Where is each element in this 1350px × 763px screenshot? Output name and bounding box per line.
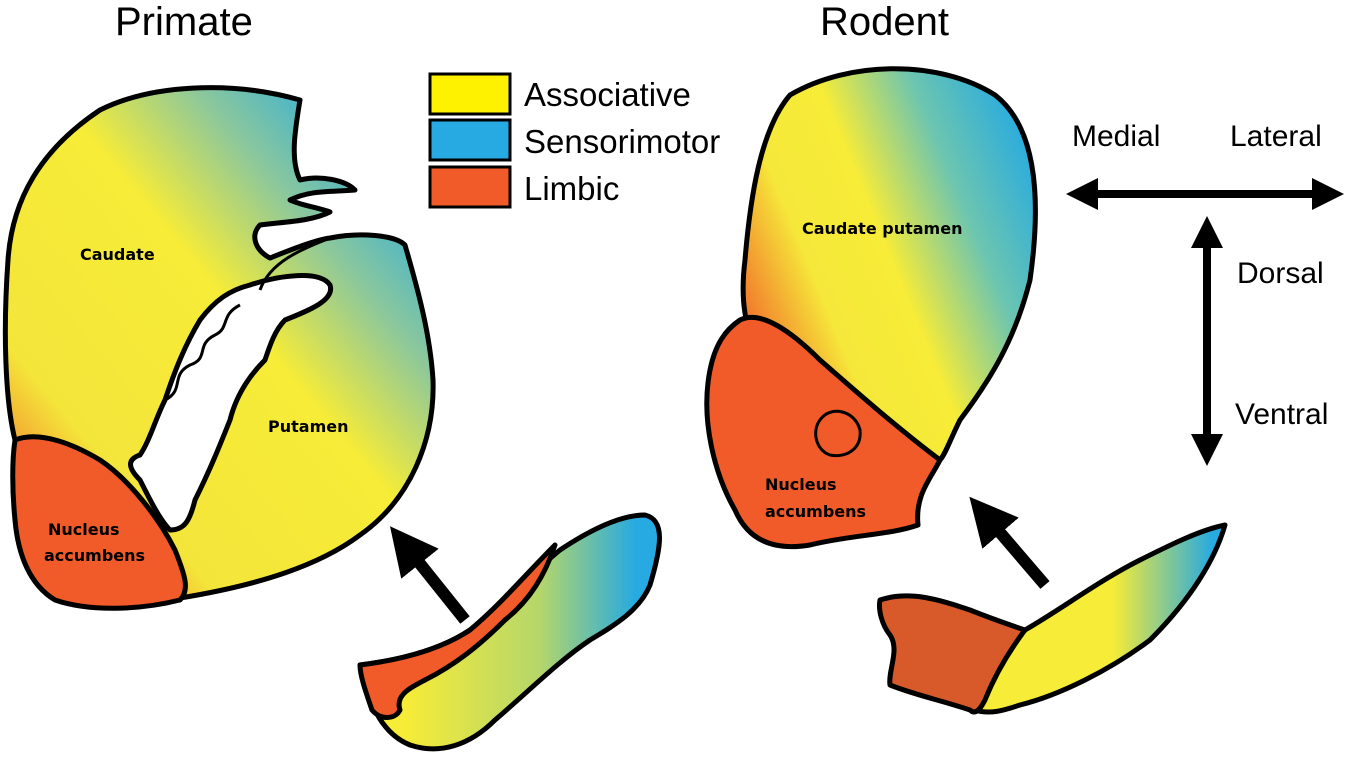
primate-putamen-label: Putamen bbox=[268, 417, 348, 436]
legend-swatch-sensorimotor bbox=[428, 118, 512, 162]
primate-accumbens-region bbox=[10, 434, 188, 611]
rodent-accumbens-region bbox=[704, 314, 943, 550]
primate-accumbens-label-1: Nucleus bbox=[48, 520, 120, 539]
legend-label-sensorimotor: Sensorimotor bbox=[524, 123, 720, 160]
rodent-caudate-putamen-label: Caudate putamen bbox=[802, 219, 962, 238]
rodent-accumbens-label-2: accumbens bbox=[765, 502, 866, 521]
primate-striatum: Caudate Putamen Nucleus accumbens bbox=[2, 85, 436, 611]
primate-arrow bbox=[390, 526, 470, 624]
lateral-label: Lateral bbox=[1230, 120, 1322, 153]
dorsal-label: Dorsal bbox=[1237, 257, 1324, 290]
primate-sagittal-slice bbox=[357, 512, 662, 752]
primate-accumbens-label-2: accumbens bbox=[44, 546, 145, 565]
primate-internal-capsule bbox=[128, 273, 334, 533]
orientation-axes: Medial Lateral Dorsal Ventral bbox=[1066, 120, 1344, 466]
rodent-striatum: Caudate putamen Nucleus accumbens bbox=[704, 66, 1038, 550]
ventral-label: Ventral bbox=[1235, 398, 1328, 431]
rodent-accumbens-label-1: Nucleus bbox=[765, 475, 837, 494]
legend: Associative Sensorimotor Limbic bbox=[428, 72, 720, 209]
rodent-arrow bbox=[969, 496, 1050, 589]
legend-label-associative: Associative bbox=[524, 76, 691, 113]
legend-swatch-limbic bbox=[428, 165, 512, 209]
primate-title: Primate bbox=[115, 0, 253, 44]
rodent-sagittal-slice bbox=[877, 522, 1228, 715]
rodent-title: Rodent bbox=[820, 0, 949, 44]
legend-swatch-associative bbox=[428, 72, 512, 116]
primate-caudate-label: Caudate bbox=[80, 245, 155, 264]
legend-label-limbic: Limbic bbox=[524, 170, 619, 207]
medial-label: Medial bbox=[1072, 120, 1160, 153]
